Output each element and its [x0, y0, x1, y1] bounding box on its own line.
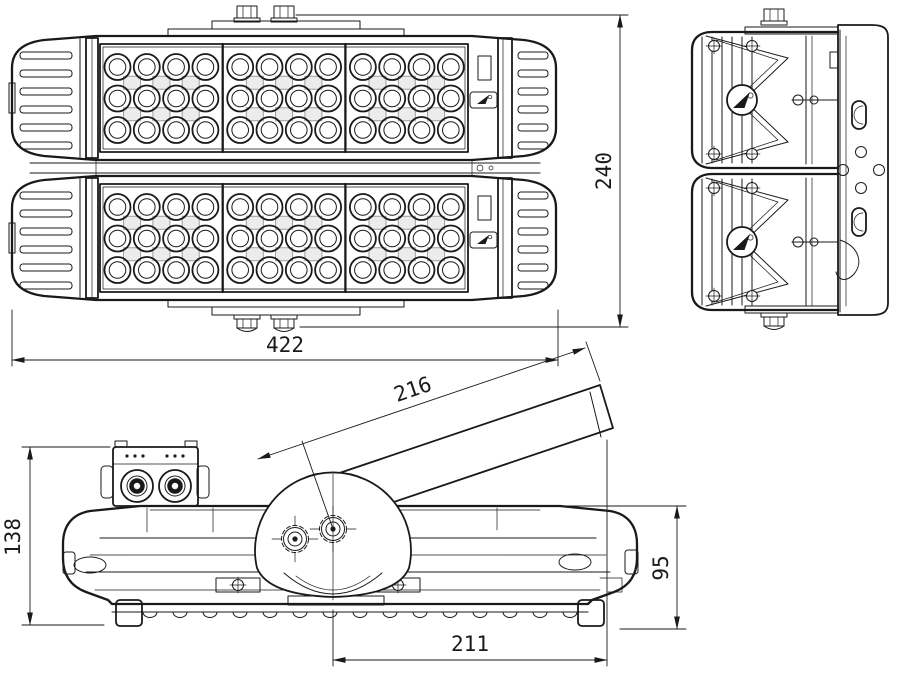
- cable-gland-icon: [121, 470, 153, 502]
- dimension-right-height: 95: [559, 505, 687, 630]
- side-module-upper: [692, 32, 838, 168]
- side-module-lower: [692, 174, 838, 310]
- mount-bolt: [760, 8, 788, 26]
- front-module-lower: [9, 176, 556, 300]
- foot: [115, 599, 143, 627]
- bottom-screw-bosses: [142, 611, 578, 618]
- front-view: [9, 5, 556, 333]
- back-plate-details: [829, 51, 885, 280]
- gland-clamp: [196, 465, 210, 499]
- mount-bolt: [270, 5, 298, 23]
- mount-bolt: [760, 312, 788, 331]
- side-view: [692, 8, 889, 331]
- dimension-overall-height: 240: [295, 14, 629, 328]
- mounting-slot: [851, 207, 867, 237]
- dimension-overall-width: 422: [11, 309, 559, 367]
- dim-211-label: 211: [451, 632, 489, 656]
- dim-240-label: 240: [592, 152, 616, 190]
- cable-gland-icon: [159, 470, 191, 502]
- end-latch: [558, 553, 592, 571]
- pivot-bracket: [254, 471, 412, 601]
- mounting-slot: [851, 100, 867, 130]
- back-mount-plate: [837, 24, 889, 316]
- profile-view: [61, 384, 639, 627]
- dimension-base-width: 211: [332, 439, 608, 667]
- foot: [577, 599, 605, 627]
- side-top-plate: [744, 26, 839, 35]
- screw-icon: [229, 576, 247, 594]
- plate-notch: [829, 51, 839, 69]
- mount-bolt: [233, 314, 261, 333]
- dim-95-label: 95: [649, 555, 673, 580]
- front-module-upper: [9, 36, 556, 160]
- mount-bolt: [233, 5, 261, 23]
- gland-clamp: [100, 465, 114, 499]
- dimension-left-height: 138: [1, 446, 111, 626]
- dim-422-label: 422: [266, 333, 304, 357]
- cable-hook: [835, 239, 860, 280]
- dim-138-label: 138: [1, 518, 25, 556]
- end-latch: [73, 556, 107, 574]
- module-junction: [29, 159, 541, 177]
- bottom-mount-plate: [211, 306, 361, 316]
- mount-bolt: [270, 314, 298, 333]
- driver-box: [100, 440, 210, 507]
- side-bottom-plate: [744, 305, 839, 314]
